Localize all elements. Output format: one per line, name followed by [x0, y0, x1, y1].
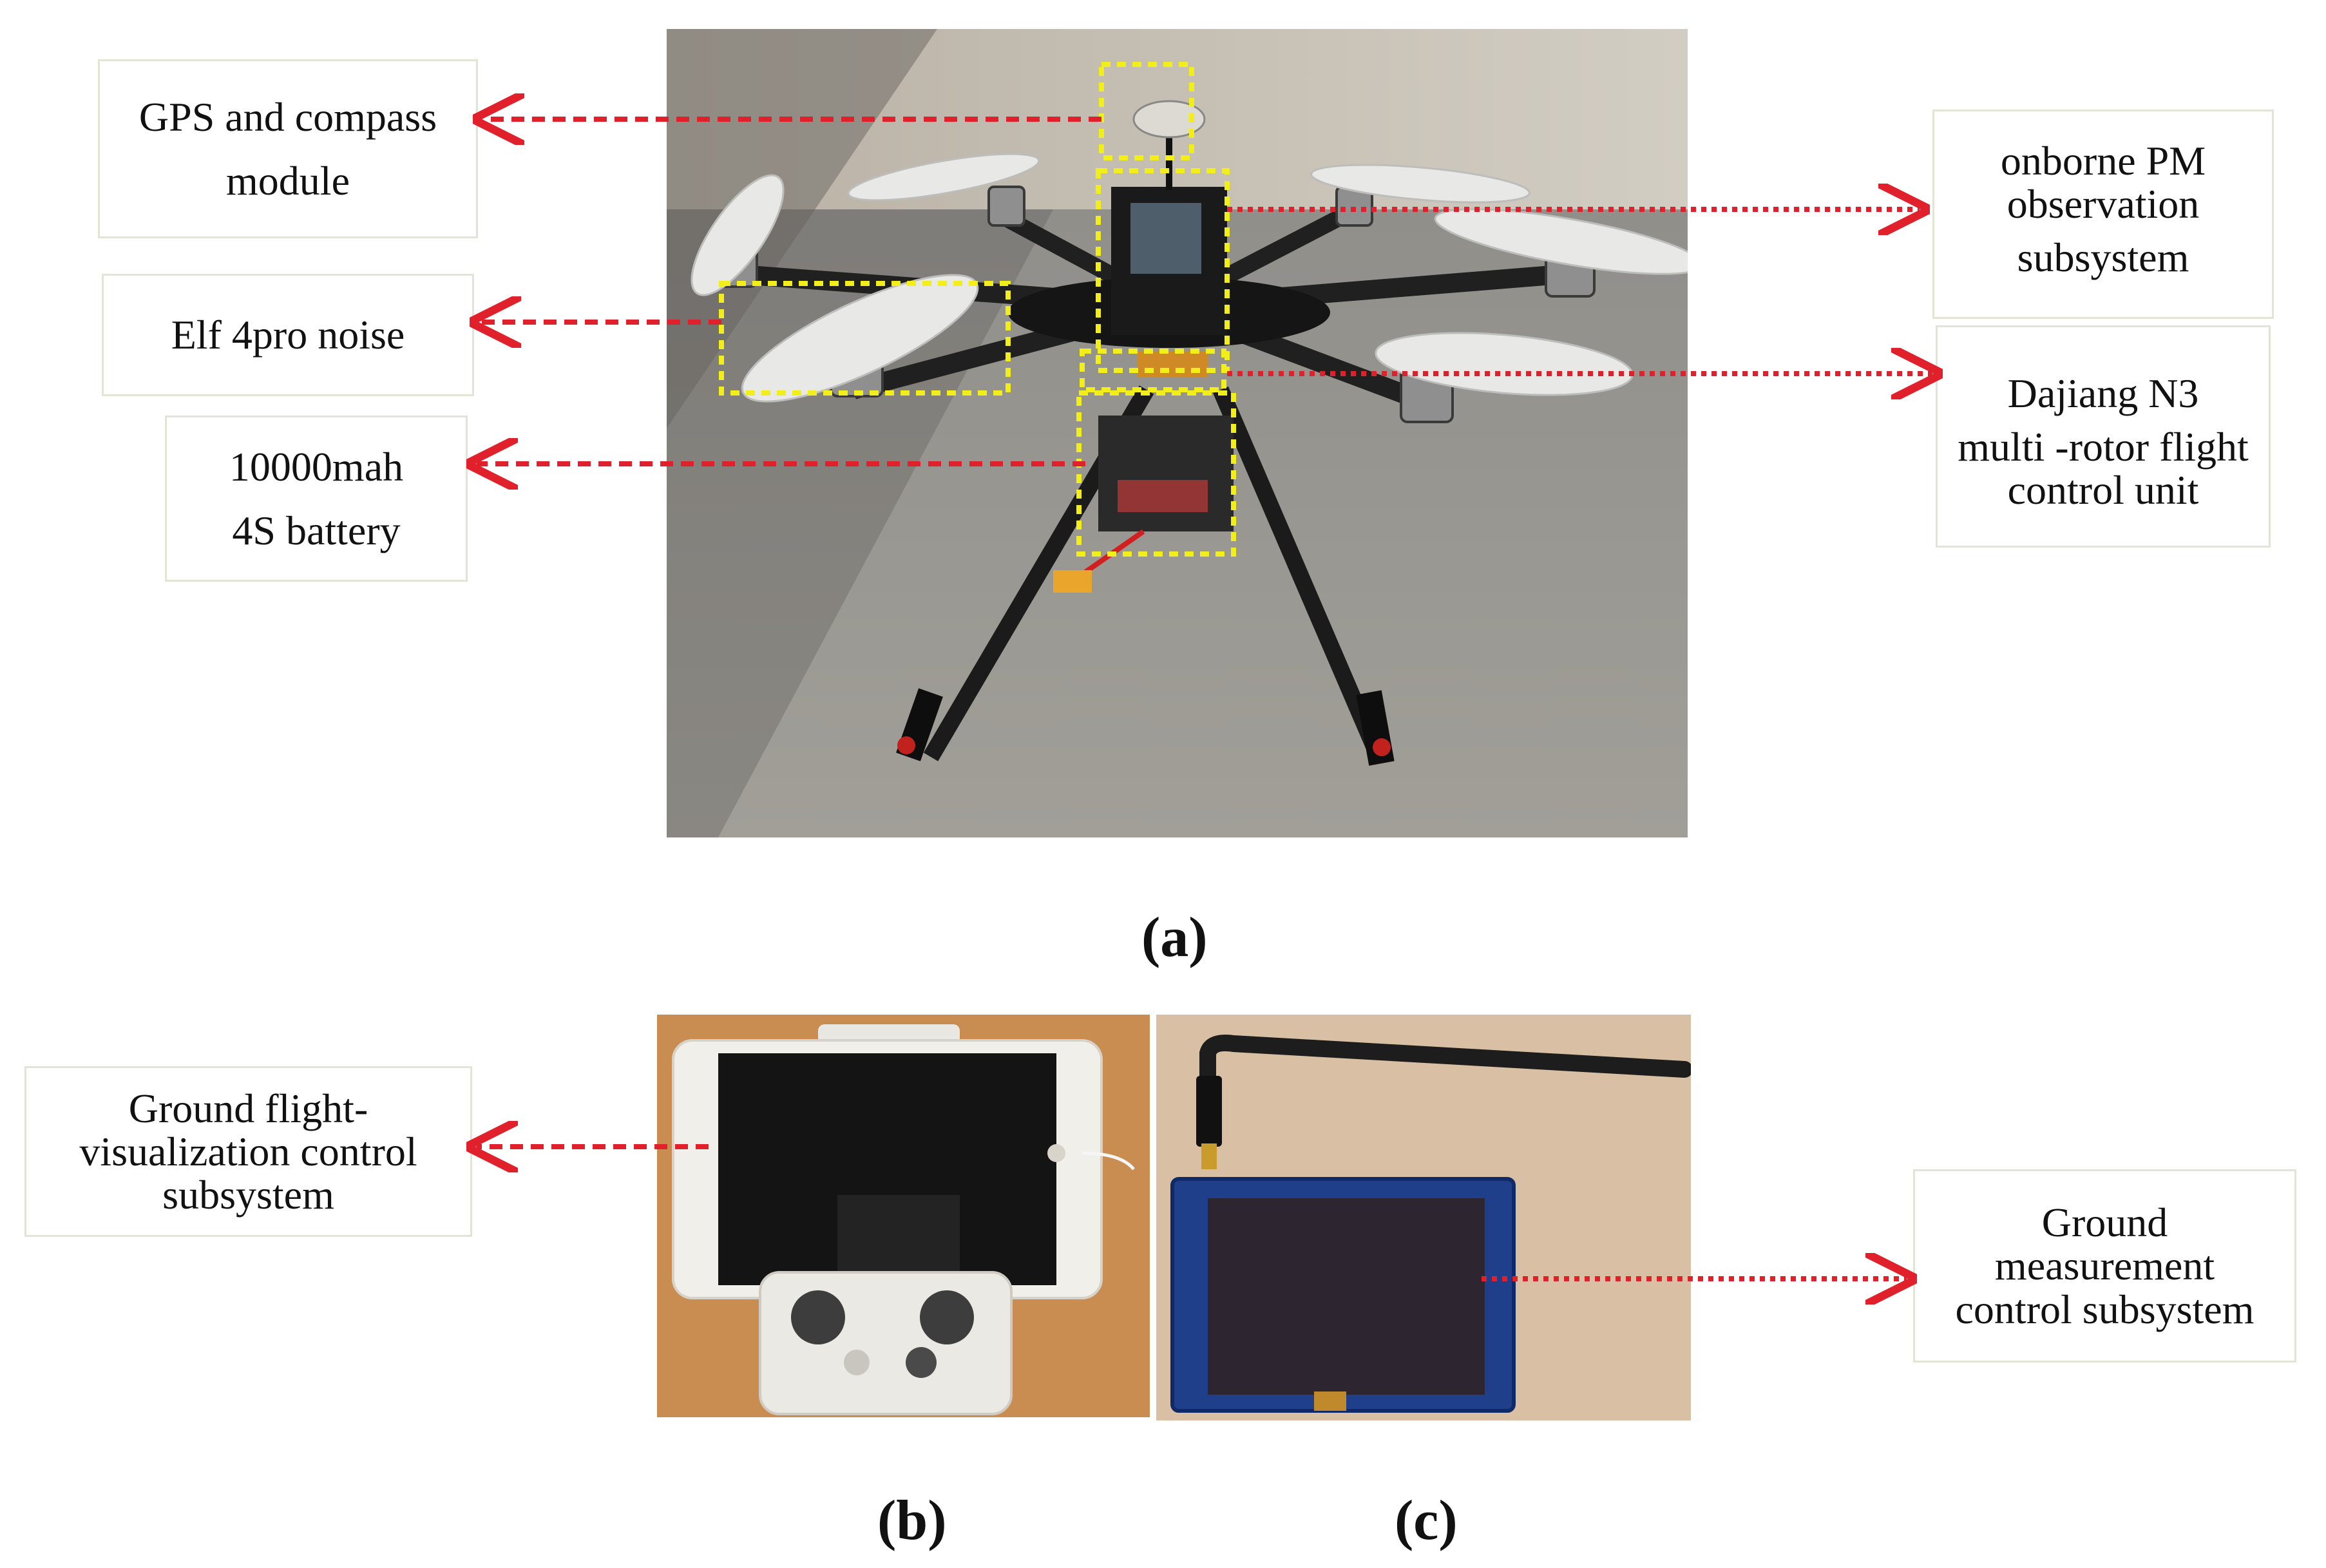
callout-pm-line3: subsystem: [2017, 234, 2189, 281]
callout-n3-line1: Dajiang N3: [2007, 370, 2199, 416]
callout-ground-flight-line2: visualization control: [79, 1128, 417, 1174]
callout-ground-measure-line2: measurement: [1994, 1243, 2215, 1289]
callout-ground-measure: Ground measurement control subsystem: [1913, 1169, 2296, 1362]
ground-flight-photo: [657, 1015, 1150, 1417]
callout-ground-measure-line3: control subsystem: [1955, 1286, 2255, 1332]
panel-label-c: (c): [1395, 1489, 1458, 1552]
callout-pm-line2: observation: [2007, 180, 2200, 227]
ground-measurement-photo: [1156, 1015, 1691, 1420]
panel-label-a: (a): [1141, 906, 1208, 969]
callout-n3-line3: control unit: [2007, 467, 2199, 513]
callout-gps: GPS and compass module: [98, 59, 478, 238]
callout-elf: Elf 4pro noise: [102, 274, 474, 396]
callout-ground-flight: Ground flight- visualization control sub…: [24, 1066, 472, 1237]
callout-ground-measure-line1: Ground: [2041, 1200, 2168, 1246]
callout-gps-line1: GPS and compass: [138, 93, 437, 140]
callout-battery: 10000mah 4S battery: [165, 416, 468, 582]
callout-pm: onborne PM observation subsystem: [1932, 110, 2274, 319]
callout-n3-line2: multi -rotor flight: [1958, 423, 2249, 470]
callout-elf-line1: Elf 4pro noise: [171, 312, 405, 358]
panel-label-b: (b): [877, 1489, 947, 1552]
callout-battery-line2: 4S battery: [232, 508, 401, 553]
callout-ground-flight-line3: subsystem: [162, 1172, 334, 1218]
callout-pm-line1: onborne PM: [2000, 137, 2206, 184]
callout-battery-line1: 10000mah: [229, 443, 404, 490]
callout-gps-line2: module: [226, 158, 350, 204]
callout-ground-flight-line1: Ground flight-: [128, 1085, 368, 1131]
drone-photo: [667, 29, 1688, 837]
callout-n3: Dajiang N3 multi -rotor flight control u…: [1936, 325, 2271, 548]
